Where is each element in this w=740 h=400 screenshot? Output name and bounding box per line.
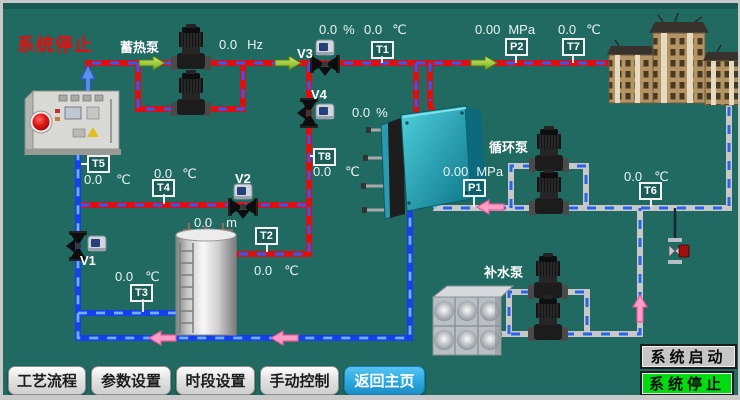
storage-pump-label: 蓄热泵 [120, 40, 160, 55]
tag-t6: T6 [639, 182, 662, 200]
valve-v3[interactable] [310, 39, 340, 76]
valve-actuator-icon [315, 103, 335, 120]
nav-button-row: 工艺流程 参数设置 时段设置 手动控制 返回主页 [8, 366, 425, 395]
tag-t5: T5 [87, 155, 110, 173]
t2-readout: 0.0 ℃ [254, 263, 299, 278]
makeup-pump-2[interactable] [527, 294, 569, 342]
unit: Hz [247, 37, 263, 52]
p1-readout: 0.00 MPa [443, 164, 504, 179]
makeup-pump-1[interactable] [527, 252, 569, 300]
nav-manual-control-button[interactable]: 手动控制 [260, 366, 339, 395]
tag-p1: P1 [463, 179, 487, 197]
value: 0.0 [219, 37, 238, 52]
nav-parameter-settings-button[interactable]: 参数设置 [91, 366, 171, 395]
emergency-button-icon [32, 113, 50, 131]
valve-v3-label: V3 [297, 46, 313, 61]
storage-tank [175, 221, 237, 336]
t1-readout: 0.0 ℃ [364, 22, 407, 37]
valve-v4[interactable] [297, 98, 335, 128]
t6-readout: 0.0 ℃ [624, 169, 669, 184]
flow-arrow-left-icon [148, 330, 177, 346]
nav-home-button[interactable]: 返回主页 [344, 366, 425, 395]
flow-arrow-left-icon [476, 199, 505, 215]
tag-stems [81, 54, 652, 312]
heat-exchanger[interactable] [361, 105, 487, 220]
tank-level-readout: 0.0 m [194, 215, 237, 230]
makeup-water-tank [431, 285, 515, 356]
building-icon [607, 12, 738, 106]
tag-t8: T8 [313, 148, 336, 166]
nav-schedule-settings-button[interactable]: 时段设置 [176, 366, 255, 395]
valve-actuator-icon [87, 235, 107, 252]
v3-opening-readout: 0.0 % [319, 22, 355, 37]
v4-opening-readout: 0.0 % [352, 105, 388, 120]
p2-readout: 0.00 MPa [475, 22, 536, 37]
valve-handle-icon [678, 244, 690, 258]
circulation-pump-1[interactable] [528, 125, 570, 173]
tag-t3: T3 [130, 284, 153, 302]
manual-drain-valve[interactable] [668, 238, 690, 264]
nav-process-flow-button[interactable]: 工艺流程 [8, 366, 86, 395]
process-screen: 系统停止 蓄热泵 0.0 Hz V3 0.0 % 0.0 ℃ T1 0.00 M… [3, 3, 738, 395]
t3-readout: 0.0 ℃ [115, 269, 160, 284]
flow-arrow-up-icon [80, 63, 96, 94]
system-start-button[interactable]: 系统启动 [640, 344, 737, 369]
valve-v1-label: V1 [80, 253, 96, 268]
valve-actuator-icon [315, 39, 335, 56]
circulation-pump-label: 循环泵 [489, 140, 529, 155]
tag-t2: T2 [255, 227, 278, 245]
storage-pump-1[interactable] [170, 23, 212, 71]
flow-arrow-right-icon [138, 55, 166, 71]
flow-arrow-up-icon [632, 294, 648, 323]
tag-t7: T7 [562, 38, 585, 56]
valve-actuator-icon [233, 183, 253, 200]
tag-t4: T4 [152, 179, 175, 197]
storage-pump-2[interactable] [170, 69, 212, 117]
flow-arrow-left-icon [270, 330, 299, 346]
system-stop-button[interactable]: 系统停止 [640, 371, 734, 395]
valve-v2[interactable] [228, 183, 258, 219]
process-graphics [24, 12, 738, 356]
system-status-text: 系统停止 [17, 35, 93, 55]
t5-readout: 0.0 ℃ [84, 172, 131, 187]
electric-boiler-cabinet [24, 89, 121, 156]
tag-t1: T1 [371, 41, 394, 59]
makeup-pump-label: 补水泵 [484, 265, 524, 280]
t8-readout: 0.0 ℃ [313, 164, 360, 179]
top-strip [3, 3, 738, 9]
valve-v4-label: V4 [311, 87, 327, 102]
t4-readout: 0.0 ℃ [154, 166, 197, 181]
flow-arrow-right-icon [470, 55, 498, 71]
pump-frequency-readout: 0.0 Hz [219, 37, 263, 52]
valve-v2-label: V2 [235, 171, 251, 186]
t7-readout: 0.0 ℃ [558, 22, 601, 37]
circulation-pump-2[interactable] [528, 168, 570, 216]
tag-p2: P2 [505, 38, 529, 56]
